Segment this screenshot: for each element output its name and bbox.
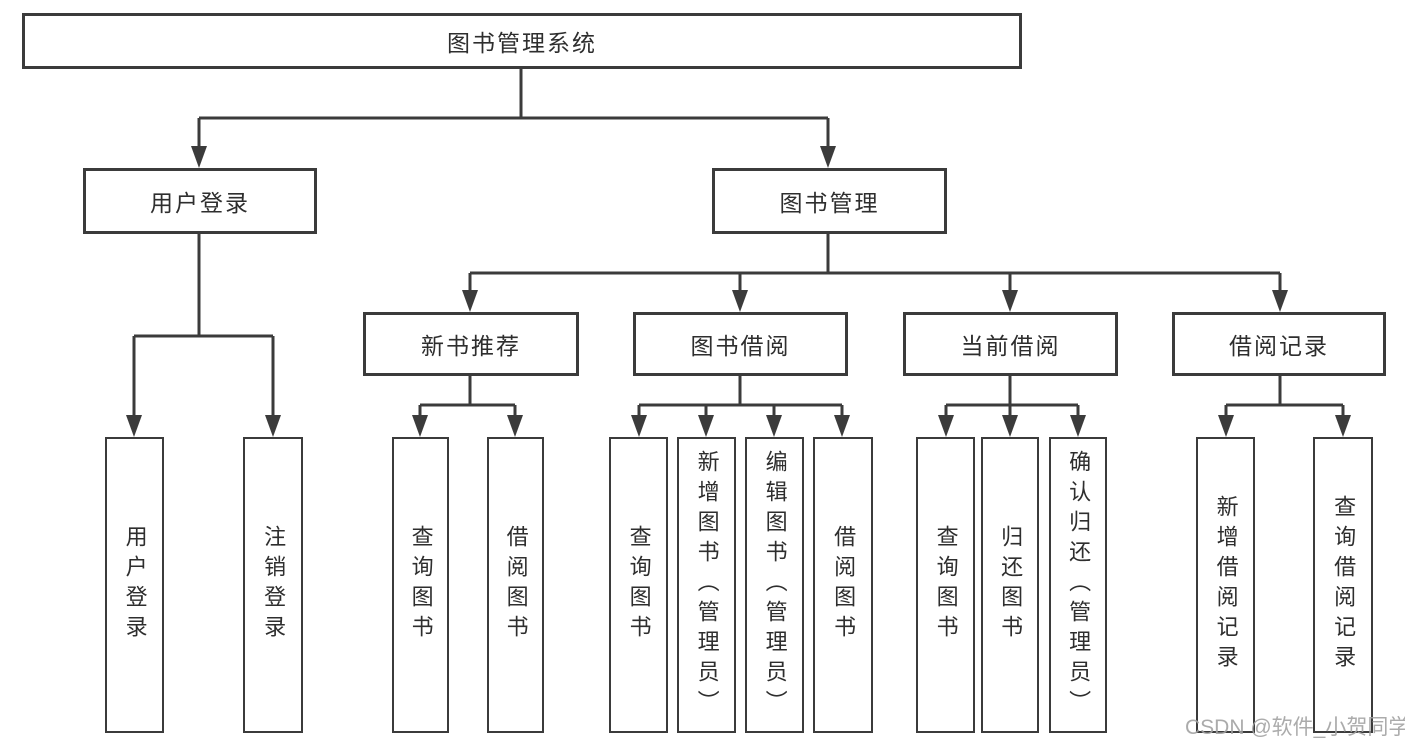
leaf-return-books: 归还图书 [981,437,1039,733]
arrowhead [698,415,714,437]
arrowhead [191,146,207,168]
leaf-query-books-borrow: 查询图书 [609,437,668,733]
connector-arrowheads [126,146,1351,437]
arrowhead [462,290,478,312]
arrowhead [265,415,281,437]
node-book-borrow: 图书借阅 [633,312,848,376]
arrowhead [834,415,850,437]
leaf-borrow-books-recommend: 借阅图书 [487,437,544,733]
arrowhead [766,415,782,437]
node-book-management: 图书管理 [712,168,947,234]
connector-arrow-stubs [132,118,1345,419]
arrowhead [820,146,836,168]
arrowhead [631,415,647,437]
node-user-login: 用户登录 [83,168,317,234]
arrowhead [1272,290,1288,312]
arrowhead [126,415,142,437]
leaf-logout: 注销登录 [243,437,303,733]
arrowhead [1002,290,1018,312]
arrowhead [1002,415,1018,437]
leaf-borrow-books: 借阅图书 [813,437,873,733]
leaf-query-books-recommend: 查询图书 [392,437,449,733]
node-borrow-records: 借阅记录 [1172,312,1386,376]
node-current-borrow: 当前借阅 [903,312,1118,376]
watermark: CSDN @软件_小贺同学 [1185,716,1405,739]
arrowhead [732,290,748,312]
leaf-confirm-return-admin: 确认归还（管理员） [1049,437,1107,733]
leaf-edit-books-admin: 编辑图书（管理员） [745,437,804,733]
arrowhead [938,415,954,437]
connector-trunk-lines [134,68,1343,407]
node-new-book-recommend: 新书推荐 [363,312,579,376]
leaf-query-borrow-record: 查询借阅记录 [1313,437,1373,733]
arrowhead [1218,415,1234,437]
arrowhead [1335,415,1351,437]
leaf-query-books-current: 查询图书 [916,437,975,733]
leaf-add-borrow-record: 新增借阅记录 [1196,437,1255,733]
arrowhead [412,415,428,437]
arrowhead [1070,415,1086,437]
leaf-add-books-admin: 新增图书（管理员） [677,437,736,733]
node-library-management-system: 图书管理系统 [22,13,1022,69]
leaf-user-login: 用户登录 [105,437,164,733]
arrowhead [507,415,523,437]
